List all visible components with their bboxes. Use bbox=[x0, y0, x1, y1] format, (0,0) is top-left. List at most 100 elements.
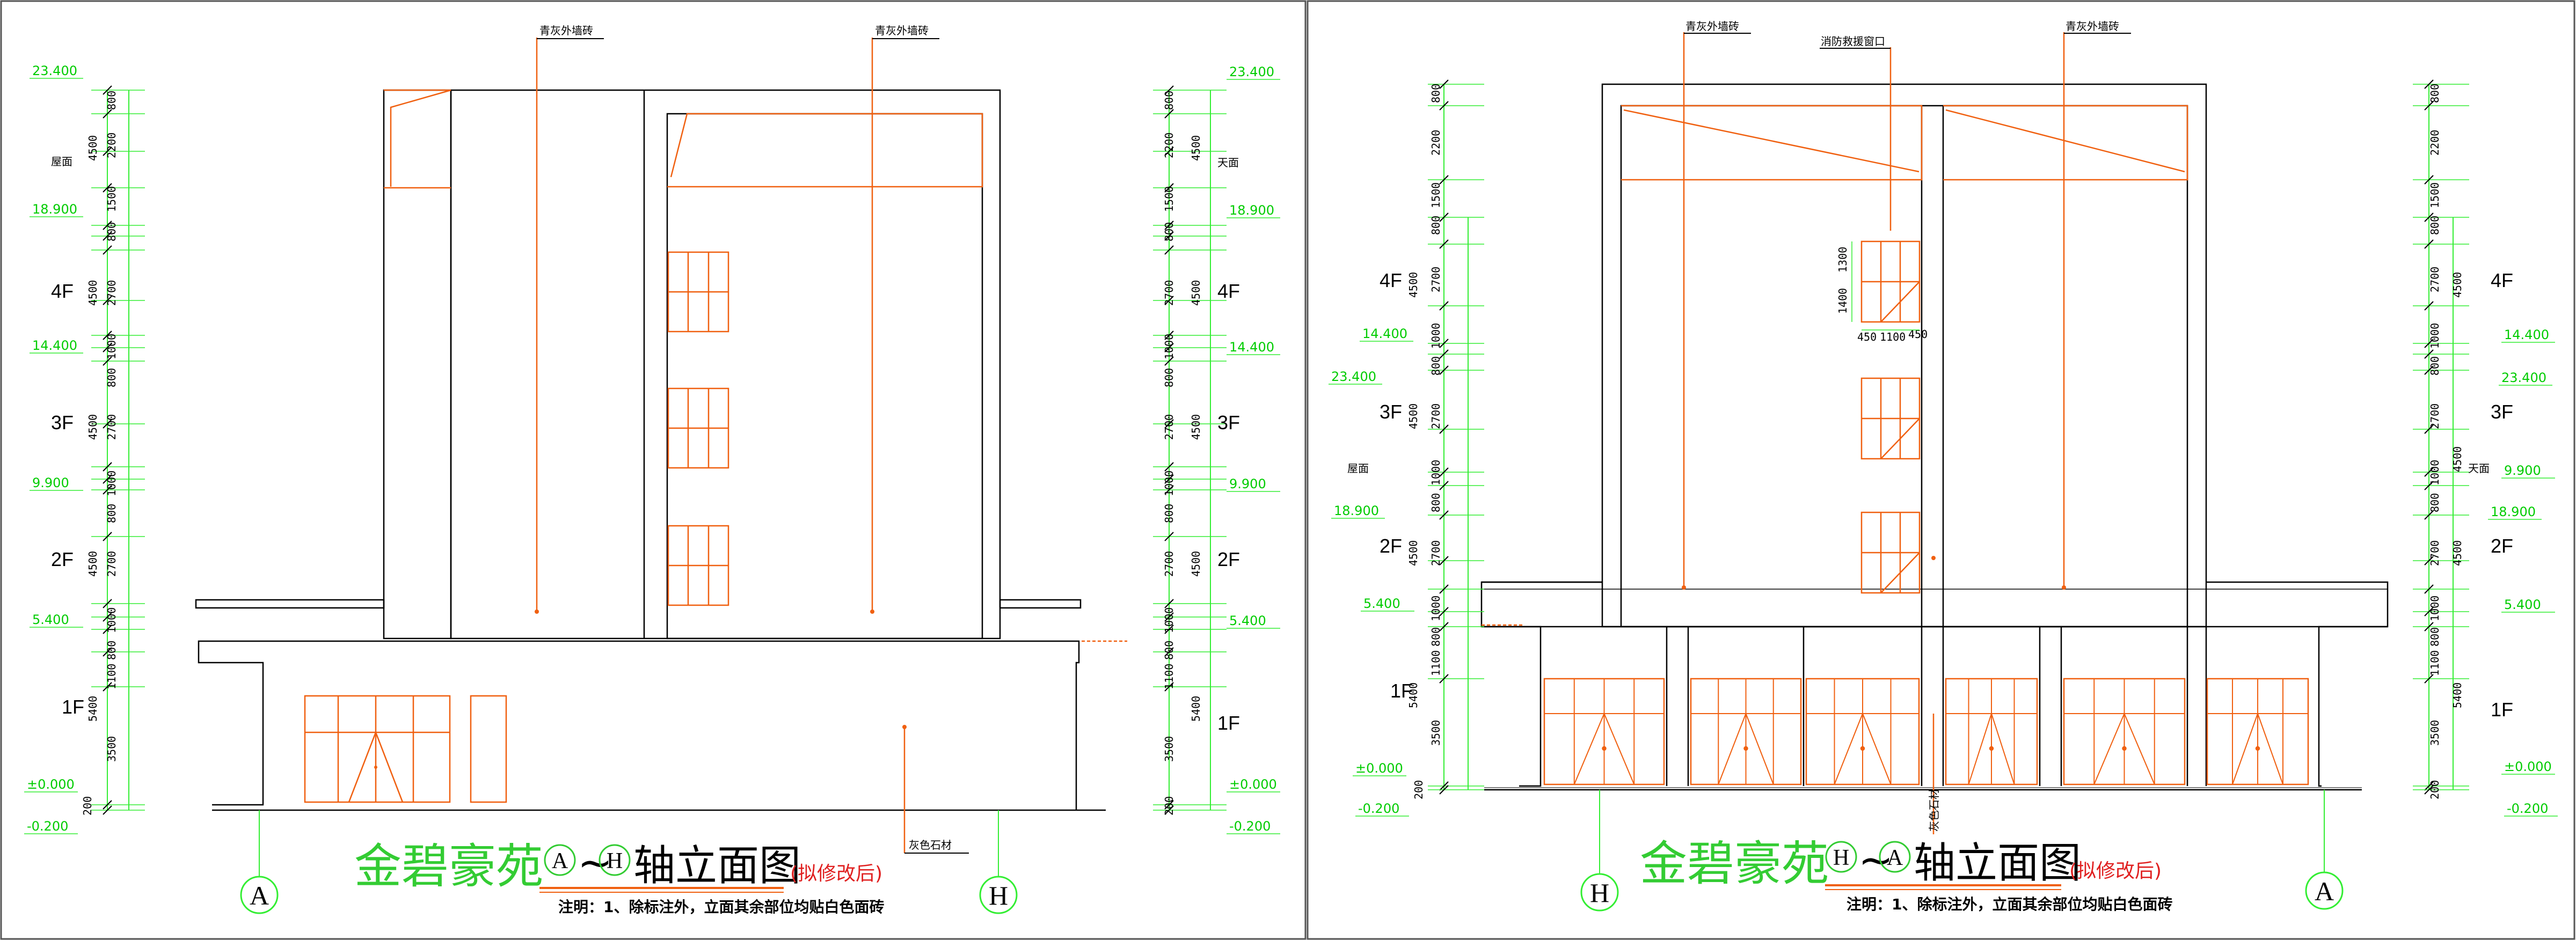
rer-floor-1: 3F bbox=[2491, 401, 2513, 423]
rel-dim-2: 1500 bbox=[1429, 182, 1442, 208]
lel-floor-2: 3F bbox=[51, 412, 74, 434]
lel-level-4: 5.400 bbox=[32, 612, 69, 627]
rer-level-5: ±0.000 bbox=[2504, 759, 2552, 774]
ler-dim-14: 4500 bbox=[1190, 551, 1202, 577]
lel-dim-14: 4500 bbox=[86, 551, 99, 577]
left-label-top-1: 青灰外墙砖 bbox=[539, 24, 593, 37]
ler-dim-5: 2700 bbox=[1163, 280, 1176, 306]
axis-bubble-h bbox=[979, 876, 1018, 914]
rer-level-6: -0.200 bbox=[2507, 801, 2548, 816]
rer-level-2: 9.900 bbox=[2504, 463, 2541, 478]
rer-dim-0: 800 bbox=[2428, 84, 2441, 103]
left-axis-right-label: H bbox=[989, 880, 1008, 910]
rel-dim-15: 800 bbox=[1429, 627, 1442, 647]
rel-level-1: 23.400 bbox=[1331, 369, 1376, 384]
ler-level-1: 18.900 bbox=[1229, 203, 1274, 218]
ler-dim-9: 2700 bbox=[1163, 414, 1176, 440]
rel-dim-7: 800 bbox=[1429, 356, 1442, 376]
ler-floor-2: 3F bbox=[1217, 412, 1240, 434]
right-label-top-3: 青灰外墙砖 bbox=[2066, 20, 2119, 33]
rel-dim-1: 2200 bbox=[1429, 130, 1442, 156]
ler-dim-10: 4500 bbox=[1190, 414, 1202, 440]
left-elev-left-dimension-column: 8002200450015008002700450010008002700450… bbox=[24, 63, 145, 834]
rer-dim-2: 1500 bbox=[2428, 182, 2441, 208]
left-title-axis-end: H bbox=[607, 849, 623, 873]
ler-dim-2: 4500 bbox=[1190, 135, 1202, 161]
axis-bubble-h2 bbox=[1580, 873, 1619, 912]
rel-dim-19: 200 bbox=[1412, 780, 1425, 799]
rer-floor-2: 天面 bbox=[2468, 462, 2490, 475]
rer-dim-8: 2700 bbox=[2428, 403, 2441, 429]
rel-dim-18: 3500 bbox=[1429, 720, 1442, 746]
rel-level-5: -0.200 bbox=[1358, 801, 1399, 816]
ler-floor-0: 天面 bbox=[1217, 156, 1239, 169]
ler-level-0: 23.400 bbox=[1229, 64, 1274, 79]
storefront-window-left bbox=[304, 695, 451, 803]
rel-dim-16: 1100 bbox=[1429, 650, 1442, 676]
ler-level-4: 5.400 bbox=[1229, 613, 1266, 628]
ler-dim-8: 800 bbox=[1163, 368, 1176, 387]
rel-level-3: 5.400 bbox=[1363, 596, 1400, 611]
lel-level-2: 14.400 bbox=[32, 338, 77, 353]
left-title-note: (拟修改后) bbox=[790, 863, 882, 885]
rel-dim-12: 2700 bbox=[1429, 540, 1442, 566]
storefront-bay-1 bbox=[1543, 678, 1665, 785]
lel-level-0: 23.400 bbox=[32, 63, 77, 78]
left-title-name: 金碧豪苑 bbox=[354, 839, 543, 894]
lel-floor-4: 1F bbox=[62, 696, 84, 718]
ler-dim-7: 1000 bbox=[1163, 334, 1176, 359]
lel-level-1: 18.900 bbox=[32, 202, 77, 217]
ler-level-5: ±0.000 bbox=[1229, 777, 1277, 792]
lel-dim-19: 3500 bbox=[105, 736, 118, 762]
lel-level-6: -0.200 bbox=[27, 819, 68, 834]
rer-level-4: 5.400 bbox=[2504, 597, 2541, 612]
rel-dim-11: 800 bbox=[1429, 493, 1442, 512]
storefront-bay-4 bbox=[1945, 678, 2038, 785]
left-axis-left-label: A bbox=[250, 880, 269, 910]
ler-level-3: 9.900 bbox=[1229, 476, 1266, 491]
lel-dim-3: 1500 bbox=[105, 186, 118, 212]
ler-dim-18: 5400 bbox=[1190, 696, 1202, 722]
storefront-bay-3 bbox=[1805, 678, 1920, 785]
right-title-axis-start: H bbox=[1833, 846, 1849, 870]
right-label-stone: 灰色石材 bbox=[1928, 789, 1940, 832]
storefront-bay-5 bbox=[2063, 678, 2186, 785]
right-label-top-1: 青灰外墙砖 bbox=[1685, 20, 1739, 33]
right-axis-right-label: A bbox=[2315, 876, 2334, 906]
elevation-a-h: 青灰外墙砖 青灰外墙砖 灰色石材 A H 8002200450015008002… bbox=[24, 24, 1280, 916]
lel-dim-1: 2200 bbox=[105, 133, 118, 158]
ler-floor-3: 2F bbox=[1217, 548, 1240, 570]
win-dim-height-1: 1300 bbox=[1836, 247, 1849, 273]
right-title-note: (拟修改后) bbox=[2069, 860, 2162, 882]
rel-floor-1: 3F bbox=[1380, 401, 1402, 423]
ler-floor-1: 4F bbox=[1217, 280, 1240, 302]
ler-floor-4: 1F bbox=[1217, 712, 1240, 734]
ler-dim-1: 2200 bbox=[1163, 133, 1176, 158]
lel-dim-11: 1000 bbox=[105, 471, 118, 496]
lel-dim-2: 4500 bbox=[86, 135, 99, 161]
left-sheet-frame bbox=[0, 0, 1307, 940]
rer-dim-9: 4500 bbox=[2451, 446, 2464, 472]
rel-dim-8: 2700 bbox=[1429, 403, 1442, 429]
rer-dim-6: 1000 bbox=[2428, 323, 2441, 349]
rel-floor-4: 1F bbox=[1390, 680, 1413, 702]
rer-dim-1: 2200 bbox=[2428, 130, 2441, 156]
right-title-axis-end: A bbox=[1887, 846, 1903, 870]
left-caption: 注明：1、除标注外，立面其余部位均贴白色面砖 bbox=[558, 898, 885, 916]
ler-level-2: 14.400 bbox=[1229, 340, 1274, 355]
rer-dim-12: 2700 bbox=[2428, 540, 2441, 566]
rel-level-2: 18.900 bbox=[1334, 503, 1379, 518]
rer-floor-0: 4F bbox=[2491, 269, 2513, 291]
lel-dim-4: 800 bbox=[105, 222, 118, 241]
ler-dim-6: 4500 bbox=[1190, 280, 1202, 306]
rer-dim-14: 1000 bbox=[2428, 596, 2441, 621]
rer-dim-19: 200 bbox=[2428, 780, 2441, 799]
right-elev-left-dimension-column: 8002200150080027004500100080027004500100… bbox=[1329, 79, 1484, 817]
lel-dim-16: 800 bbox=[105, 641, 118, 660]
rer-level-0: 14.400 bbox=[2504, 327, 2549, 342]
ler-dim-4: 800 bbox=[1163, 222, 1176, 241]
lel-dim-0: 800 bbox=[105, 91, 118, 110]
rel-level-0: 14.400 bbox=[1362, 326, 1407, 341]
